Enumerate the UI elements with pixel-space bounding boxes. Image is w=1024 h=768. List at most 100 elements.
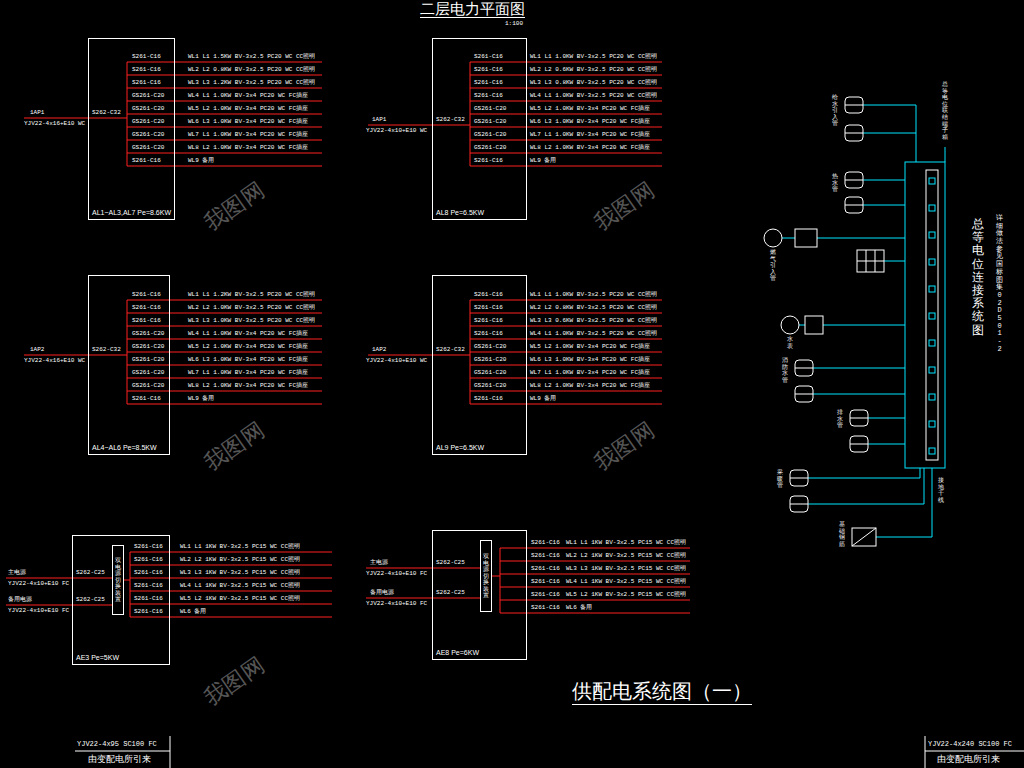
breaker-spec: GS261-C20 xyxy=(132,343,164,350)
breaker-spec: GS261-C20 xyxy=(474,343,506,350)
pipe-symbol xyxy=(790,496,808,512)
drawing-title: 二层电力平面图 xyxy=(420,0,525,18)
pipe-symbol xyxy=(790,478,808,479)
pipe-symbol xyxy=(845,180,863,181)
circuit-spec: WL9 备用 xyxy=(188,157,214,164)
pipe-symbol xyxy=(795,386,813,402)
branch-circuit-line xyxy=(127,404,322,405)
bonding-wire xyxy=(799,325,805,326)
breaker-spec: S261-C16 xyxy=(531,565,560,572)
terminal xyxy=(929,448,935,454)
breaker-spec: S261-C16 xyxy=(134,582,163,589)
breaker-spec: GS261-C20 xyxy=(474,144,506,151)
cable-spec: YJV22-4x10+E10 WC xyxy=(366,127,427,134)
terminal-bar xyxy=(926,170,938,460)
branch-circuit-line xyxy=(470,153,662,154)
circuit-spec: WL5 L2 1KW BV-3x2.5 PC15 WC CC照明 xyxy=(566,591,686,598)
distribution-panel: AL4~AL6 Pe=8.5KW xyxy=(88,275,170,455)
pipe-symbol xyxy=(790,470,808,486)
panel-caption: AE3 Pe=5KW xyxy=(76,654,119,662)
source-stub-line xyxy=(170,736,171,768)
distribution-panel: AL8 Pe=6.5KW xyxy=(432,38,527,220)
pipe-symbol xyxy=(850,444,868,445)
pipe-symbol xyxy=(845,133,863,134)
bonding-wire xyxy=(782,238,795,239)
breaker-spec: S261-C16 xyxy=(474,317,503,324)
pipe-symbol xyxy=(790,504,808,505)
main-breaker: S262-C25 xyxy=(436,589,465,596)
branch-circuit-line xyxy=(130,617,332,618)
pipe-label: 燃气引入管 xyxy=(770,250,776,283)
feeder-line xyxy=(6,605,112,606)
circuit-spec: WL5 L2 1.0KW BV-3x4 PC20 WC FC插座 xyxy=(530,105,650,112)
terminal xyxy=(929,286,935,292)
branch-circuit-line xyxy=(470,127,662,128)
circuit-spec: WL4 L1 1.0KW BV-3x4 PC20 WC FC插座 xyxy=(188,330,308,337)
branch-circuit-line xyxy=(470,166,662,167)
feeder-source: 1AP1 xyxy=(372,116,386,123)
branch-circuit-line xyxy=(127,313,322,314)
feeder-source: 1AP2 xyxy=(372,346,386,353)
circuit-spec: WL7 L1 1.0KW BV-3x4 PC20 WC FC插座 xyxy=(530,369,650,376)
watermark: 我图网 xyxy=(200,417,269,476)
branch-circuit-line xyxy=(470,75,662,76)
breaker-spec: S261-C16 xyxy=(134,595,163,602)
branch-circuit-line xyxy=(470,114,662,115)
branch-circuit-line xyxy=(470,326,662,327)
source-note: 由变配电所引来 xyxy=(937,754,1000,765)
feeder-line xyxy=(368,355,470,356)
branch-circuit-line xyxy=(130,591,332,592)
circuit-spec: WL2 L2 0.8KW BV-3x2.5 PC20 WC CC照明 xyxy=(530,304,657,311)
pipe-label: 热水管 xyxy=(832,174,838,194)
breaker-spec: S261-C16 xyxy=(132,304,161,311)
circuit-spec: WL8 L2 1.0KW BV-3x4 PC20 WC FC插座 xyxy=(530,144,650,151)
terminal xyxy=(929,340,935,346)
pipe-symbol xyxy=(795,394,813,395)
fitting-symbol xyxy=(852,528,876,546)
breaker-spec: GS261-C20 xyxy=(132,382,164,389)
circuit-spec: WL7 L1 1.0KW BV-3x4 PC20 WC FC插座 xyxy=(188,369,308,376)
breaker-spec: S261-C16 xyxy=(531,539,560,546)
breaker-spec: S261-C16 xyxy=(132,395,161,402)
breaker-spec: GS261-C20 xyxy=(132,330,164,337)
circuit-spec: WL4 L1 1.0KW BV-3x2.5 PC20 WC CC照明 xyxy=(530,330,657,337)
branch-circuit-line xyxy=(500,600,690,601)
branch-circuit-line xyxy=(500,587,690,588)
branch-circuit-line xyxy=(127,326,322,327)
panel-caption: AE8 Pe=6KW xyxy=(436,649,479,657)
circuit-spec: WL8 L2 1.0KW BV-3x4 PC20 WC FC插座 xyxy=(188,382,308,389)
circuit-spec: WL6 L3 1.0KW BV-3x4 PC20 WC FC插座 xyxy=(530,356,650,363)
breaker-spec: S261-C16 xyxy=(134,569,163,576)
circuit-spec: WL1 L1 1.0KW BV-3x2.5 PC20 WC CC照明 xyxy=(530,291,657,298)
panel-caption: AL4~AL6 Pe=8.5KW xyxy=(92,444,157,452)
circuit-spec: WL5 L2 1.0KW BV-3x4 PC20 WC FC插座 xyxy=(188,105,308,112)
watermark: 我图网 xyxy=(590,417,659,476)
branch-circuit-line xyxy=(130,578,332,579)
branch-circuit-line xyxy=(470,101,662,102)
main-breaker: S262-C32 xyxy=(92,109,121,116)
drawing-caption: 供配电系统图（一） xyxy=(572,678,752,705)
circuit-spec: WL3 L3 1.0KW BV-3x2.5 PC20 WC CC照明 xyxy=(188,317,315,324)
breaker-spec: GS261-C20 xyxy=(474,356,506,363)
breaker-spec: GS261-C20 xyxy=(132,92,164,99)
distribution-panel: AL1~AL3,AL7 Pe=8.6KW xyxy=(88,38,175,220)
circuit-spec: WL1 L1 1.2KW BV-3x2.5 PC20 WC CC照明 xyxy=(188,291,315,298)
main-breaker: S262-C25 xyxy=(76,569,105,576)
diagram-heading: 总等电位连接系统图 xyxy=(972,218,984,337)
bonding-wire xyxy=(876,468,932,537)
branch-circuit-line xyxy=(127,75,322,76)
breaker-spec: S261-C16 xyxy=(132,157,161,164)
cable-spec: YJV22-4x10+E10 FC xyxy=(366,600,427,607)
panel-caption: AL9 Pe=6.5KW xyxy=(436,444,484,452)
circuit-spec: WL3 L3 1KW BV-3x2.5 PC15 WC CC照明 xyxy=(180,569,300,576)
bonding-wire xyxy=(808,468,920,478)
cable-spec: YJV22-4x95 SC100 FC xyxy=(77,740,157,748)
watermark: 我图网 xyxy=(200,652,269,711)
branch-circuit-line xyxy=(470,404,662,405)
terminal xyxy=(929,421,935,427)
breaker-spec: GS261-C20 xyxy=(474,131,506,138)
pipe-label: 基础钢筋 xyxy=(839,522,845,548)
bonding-wire xyxy=(863,180,905,181)
feeder-source: 主电源 xyxy=(370,559,388,566)
main-breaker: S262-C32 xyxy=(436,116,465,123)
